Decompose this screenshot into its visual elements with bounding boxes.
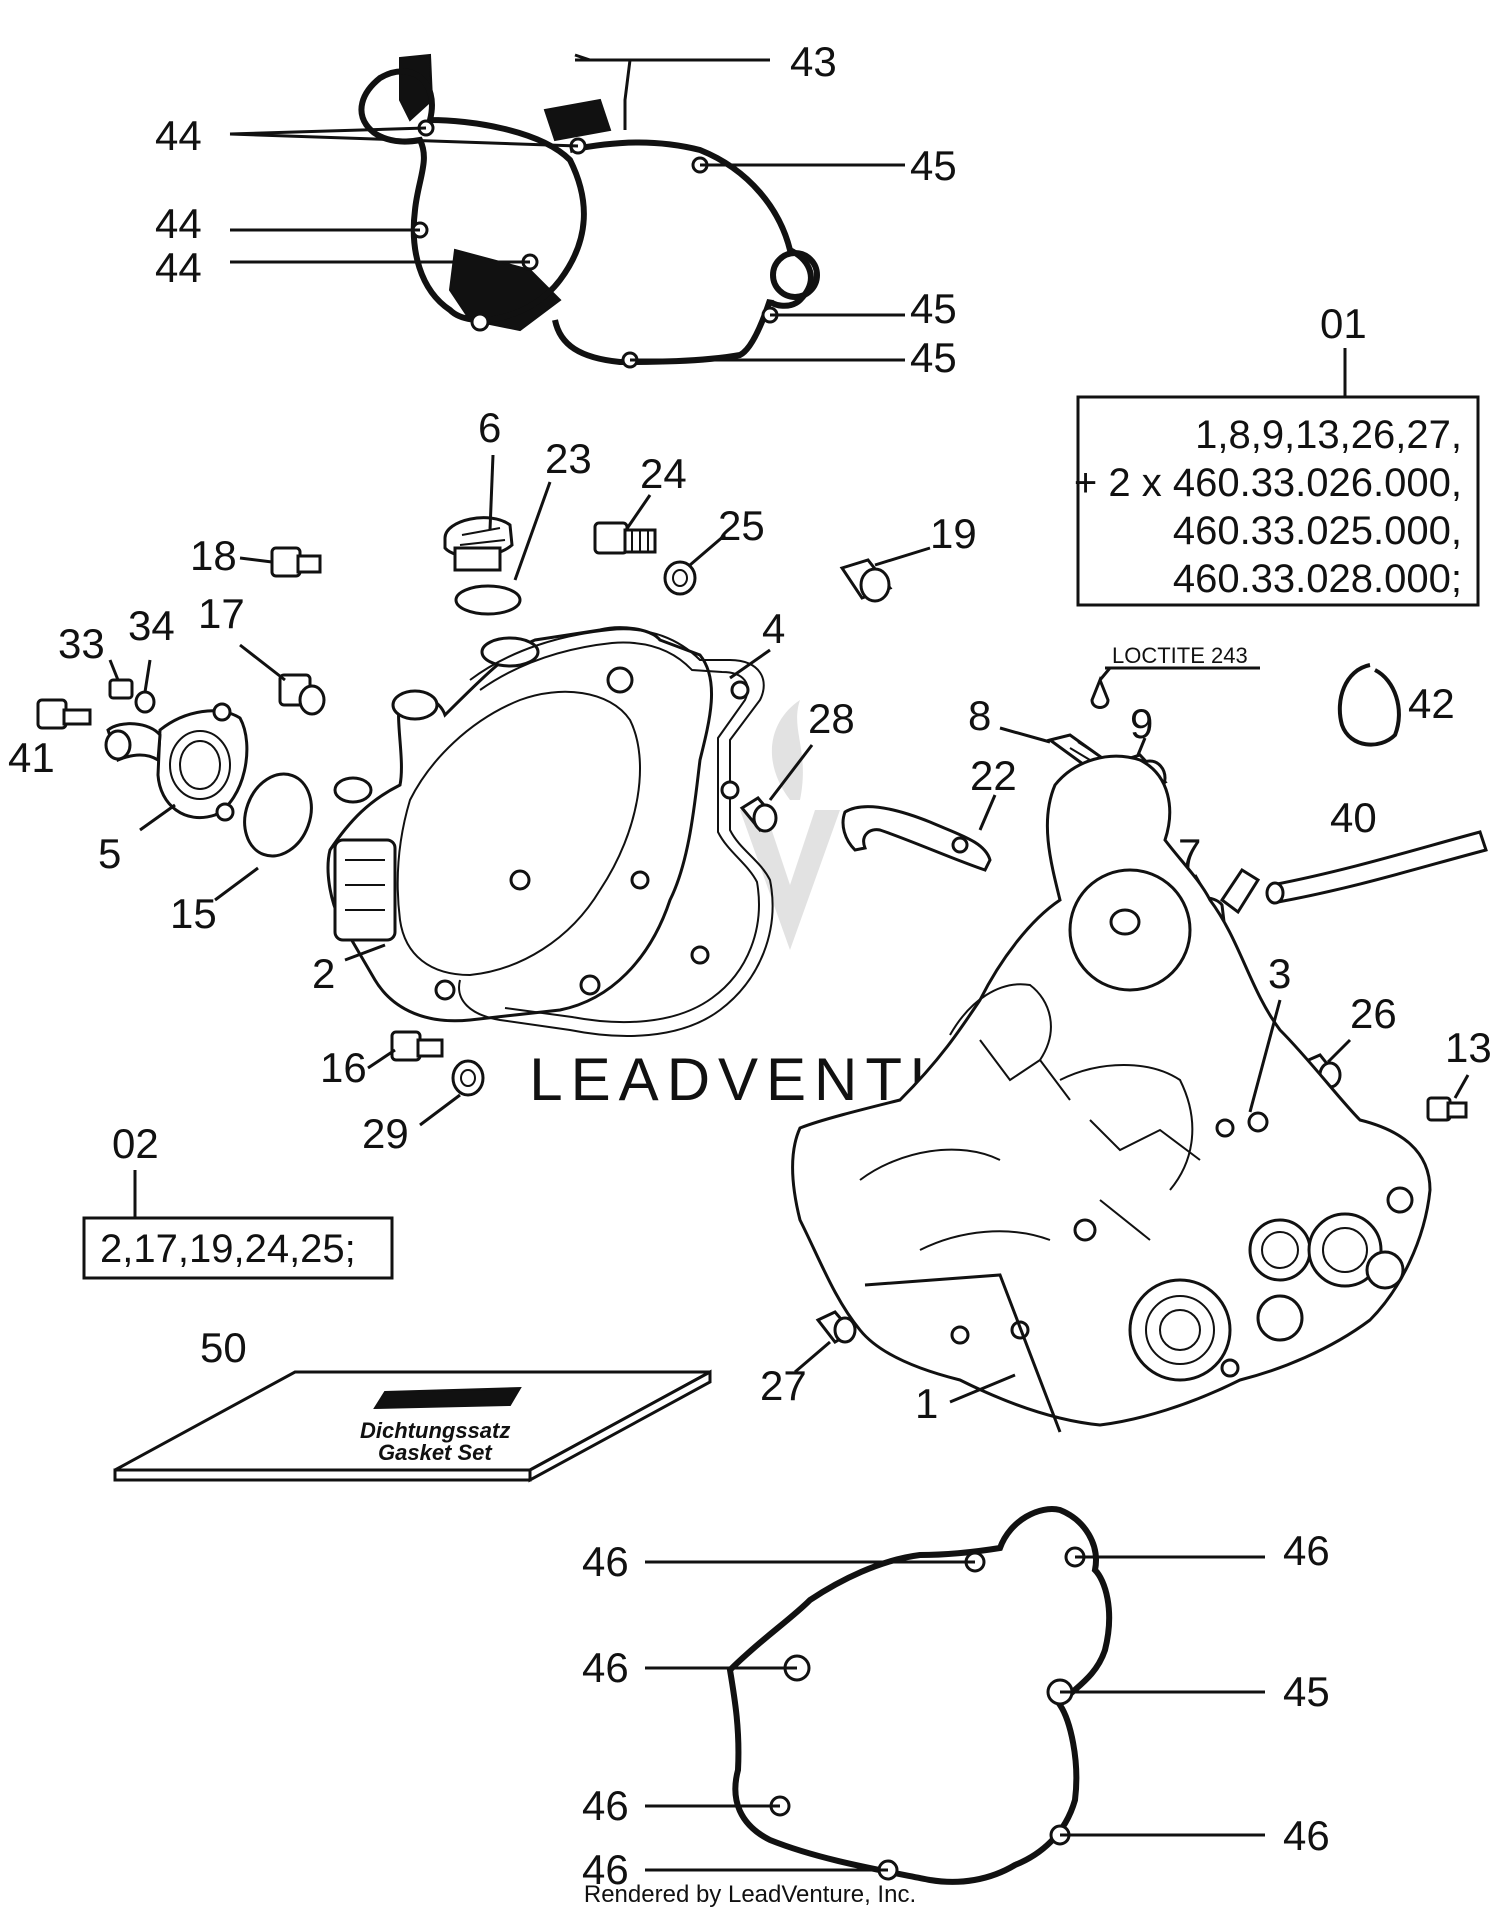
callout-4: 4 [762,605,785,652]
callout-45-mid: 45 [910,285,957,332]
loctite-drop-icon [1090,675,1110,709]
part-3-crankcase [791,754,1432,1427]
part-42-circlip [1337,663,1401,747]
bottom-gasket-outline [726,1506,1113,1885]
callout-6: 6 [478,404,501,451]
kit-02-contents: 2,17,19,24,25; [100,1227,356,1271]
kit-02-box [82,1216,394,1280]
callout-50: 50 [200,1324,247,1371]
callout-44-top: 44 [155,112,202,159]
callout-46-low-left: 46 [582,1782,629,1829]
part-27-dowel [815,1310,857,1344]
kit-02-callout: 02 2,17,19,24,25; [82,1120,394,1280]
top-gasket-group [358,53,820,369]
part-5-water-pump-cover [104,702,249,822]
top-gasket-hole-left [470,312,490,332]
callout-2: 2 [312,950,335,997]
callout-46-low-right: 46 [1283,1812,1330,1859]
callout-8: 8 [968,692,991,739]
callout-46-mid-left: 46 [582,1644,629,1691]
part-2-clutch-cover [326,626,713,1023]
kit-01-number: 01 [1320,300,1367,347]
callout-46-top-left: 46 [582,1538,629,1585]
top-gasket-outline-right [552,139,814,366]
callout-15: 15 [170,890,217,937]
callout-13: 13 [1445,1024,1492,1071]
part-28-dowel [739,796,778,833]
callout-43: 43 [790,38,837,85]
callout-9: 9 [1130,700,1153,747]
part-6-oil-plug [443,516,514,572]
part-4-hole-1 [730,680,750,700]
top-gasket-outline-left [358,68,587,323]
part-22-bracket [841,805,992,872]
part-50-gasket-set-manual: Dichtungssatz Gasket Set [113,1369,712,1483]
callout-22: 22 [970,752,1017,799]
callout-41: 41 [8,734,55,781]
manual-logo-icon [373,1386,522,1410]
kit-02-number: 02 [112,1120,159,1167]
callout-34: 34 [128,602,175,649]
top-gasket-tab-mid [543,98,612,142]
top-leader-lines [229,58,905,362]
bottom-leader-lines [645,1555,1265,1872]
callout-18: 18 [190,532,237,579]
callout-40: 40 [1330,794,1377,841]
part-25-washer [663,560,697,596]
callout-23: 23 [545,435,592,482]
kit-01-line-2: + 2 x 460.33.026.000, [1074,461,1462,505]
manual-title-line-1: Dichtungssatz [360,1418,510,1443]
part-40-hose [1265,830,1488,905]
kit-01-line-1: 1,8,9,13,26,27, [1195,413,1462,457]
part-4-hole-3 [630,870,650,890]
callout-46-top-right: 46 [1283,1527,1330,1574]
kit-01-line-4: 460.33.028.000; [1173,557,1462,601]
part-4-cover-gasket [458,628,774,1037]
callout-33: 33 [58,620,105,667]
callout-45-low: 45 [910,334,957,381]
callout-27: 27 [760,1362,807,1409]
callout-29: 29 [362,1110,409,1157]
part-17-plug [278,673,326,716]
callout-26: 26 [1350,990,1397,1037]
part-23-o-ring [454,584,522,616]
manual-title-line-2: Gasket Set [378,1440,493,1465]
part-4-hole-4 [690,945,710,965]
callout-24: 24 [640,450,687,497]
part-4-hole-2 [720,780,740,800]
part-1-base-gasket [864,1273,1062,1433]
callout-25: 25 [718,502,765,549]
part-15-o-ring [243,772,313,858]
part-18-bolt [270,546,322,578]
part-19-sleeve [839,558,893,603]
part-41-bolt [36,698,92,730]
callout-44-low: 44 [155,244,202,291]
callout-46-bottom: 46 [582,1846,629,1893]
render-credit: Rendered by LeadVenture, Inc. [584,1881,916,1908]
callout-17: 17 [198,590,245,637]
callout-5: 5 [98,830,121,877]
part-29-washer [451,1059,485,1097]
callout-19: 19 [930,510,977,557]
callout-1: 1 [915,1380,938,1427]
callout-16: 16 [320,1044,367,1091]
callout-42: 42 [1408,680,1455,727]
loctite-note: LOCTITE 243 [1112,643,1248,668]
kit-01-box [1076,395,1480,607]
callout-44-mid: 44 [155,200,202,247]
bottom-gasket-group [726,1506,1113,1885]
part-16-bolt [390,1030,444,1062]
callout-45-top: 45 [910,142,957,189]
top-gasket-ring-right [770,250,820,300]
part-24-bolt [593,521,657,555]
callout-3: 3 [1268,950,1291,997]
callout-28: 28 [808,695,855,742]
part-34-washer [134,690,156,714]
callout-45-mid-right: 45 [1283,1668,1330,1715]
kit-01-callout: 01 1,8,9,13,26,27, + 2 x 460.33.026.000,… [1074,300,1480,607]
part-33-bolt [108,678,134,700]
kit-01-line-3: 460.33.025.000, [1173,509,1462,553]
part-13-plug [1426,1096,1468,1122]
